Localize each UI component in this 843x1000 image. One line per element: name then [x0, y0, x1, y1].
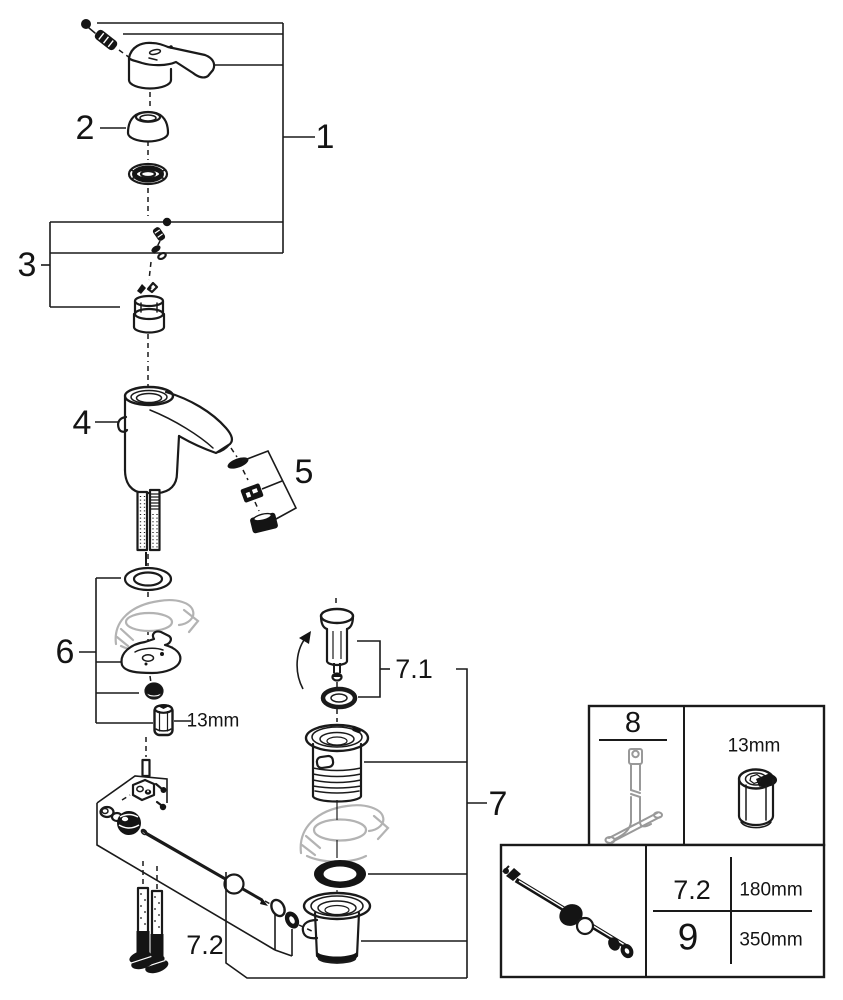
- socket-size-label: 13mm: [728, 736, 781, 757]
- cartridge: [132, 281, 166, 334]
- callout-7-label: 7: [489, 785, 508, 823]
- cartridge-screw: [151, 217, 172, 261]
- ghost-basin-large: [299, 800, 390, 863]
- callout-7-1-bracket: [357, 640, 390, 698]
- mounting-pin: [141, 758, 151, 778]
- horseshoe-washer: [120, 630, 182, 675]
- rod-joint-rings: [270, 898, 300, 929]
- tool-table: [587, 704, 826, 847]
- callout-6-label: 6: [56, 633, 75, 671]
- rod-assembly-icon: [502, 865, 634, 959]
- rotation-arrow: [296, 631, 311, 690]
- waste-body-lower: [301, 890, 372, 964]
- callout-3-label: 3: [18, 246, 37, 284]
- callout-1-label: 1: [316, 118, 335, 156]
- callout-7-bracket: [361, 668, 487, 978]
- mounting-plate-parts: [99, 778, 167, 823]
- callout-7-1-label: 7.1: [395, 654, 433, 684]
- callout-2-label: 2: [76, 109, 95, 147]
- callout-7-2-label: 7.2: [186, 930, 224, 960]
- bearing-ring: [127, 162, 169, 186]
- pull-rod: [140, 828, 268, 906]
- faucet-body: [117, 385, 233, 495]
- callout-13mm-label: 13mm: [187, 711, 240, 732]
- pull-rod-knob: [117, 811, 141, 835]
- callout-1-bracket: [97, 22, 315, 253]
- spec-row2-length: 350mm: [739, 930, 802, 951]
- waste-gasket: [314, 860, 366, 888]
- callout-5-bracket: [241, 449, 298, 520]
- aerator-parts: [227, 457, 278, 534]
- handle-screw: [81, 19, 118, 51]
- spec-row2-ref: 9: [678, 917, 699, 958]
- base-oring: [123, 566, 173, 592]
- tool-ref-label: 8: [625, 707, 641, 739]
- escutcheon-cap: [126, 110, 170, 143]
- socket-wrench-tool-icon: [604, 748, 663, 844]
- callout-4-label: 4: [73, 404, 92, 442]
- hex-mounting-nut: [153, 704, 174, 737]
- waste-body-upper: [304, 723, 370, 803]
- socket-13mm-icon: [737, 768, 778, 829]
- supply-shanks: [136, 488, 161, 566]
- rod-bracket-box: [96, 775, 293, 957]
- callout-7-2-bracket: [225, 872, 467, 979]
- plug-seal: [320, 686, 358, 710]
- spec-row1-length: 180mm: [739, 880, 802, 901]
- lever-handle: [127, 41, 216, 90]
- popup-plug: [319, 607, 355, 682]
- supply-hoses: [129, 886, 169, 974]
- dome-nut: [144, 682, 164, 700]
- callout-6-bracket: [79, 577, 153, 724]
- spec-row1-ref: 7.2: [673, 875, 711, 905]
- spec-table: [499, 843, 826, 979]
- callout-5-label: 5: [295, 453, 314, 491]
